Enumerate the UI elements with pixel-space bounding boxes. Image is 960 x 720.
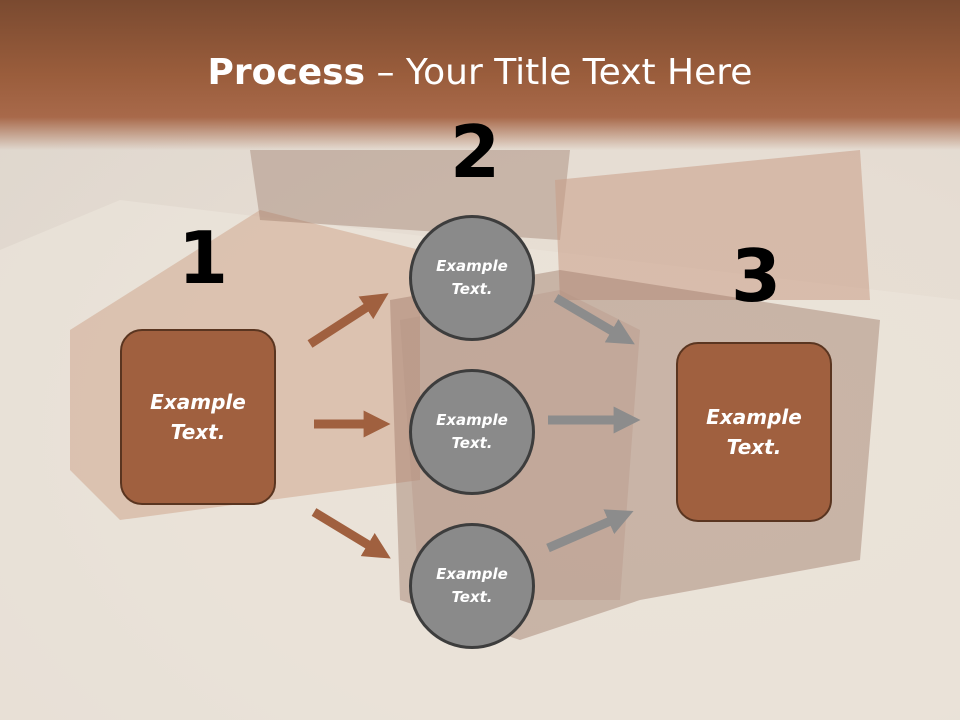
arrow-top-to-right [553,294,635,345]
step-number-2: 2 [450,110,501,194]
arrow-left-to-top [307,293,389,348]
title-bold: Process [207,52,366,93]
circle-bottom: Example Text. [409,523,535,649]
arrow-bottom-to-right [546,509,634,553]
left-process-box: Example Text. [120,329,276,505]
title-rest: – Your Title Text Here [365,52,753,93]
slide-title: Process – Your Title Text Here [0,52,960,93]
step-number-3: 3 [731,234,782,318]
circle-top: Example Text. [409,215,535,341]
right-process-box: Example Text. [676,342,832,522]
circle-middle: Example Text. [409,369,535,495]
header-band [0,0,960,150]
arrow-left-to-bottom [311,508,391,559]
step-number-1: 1 [178,216,229,300]
